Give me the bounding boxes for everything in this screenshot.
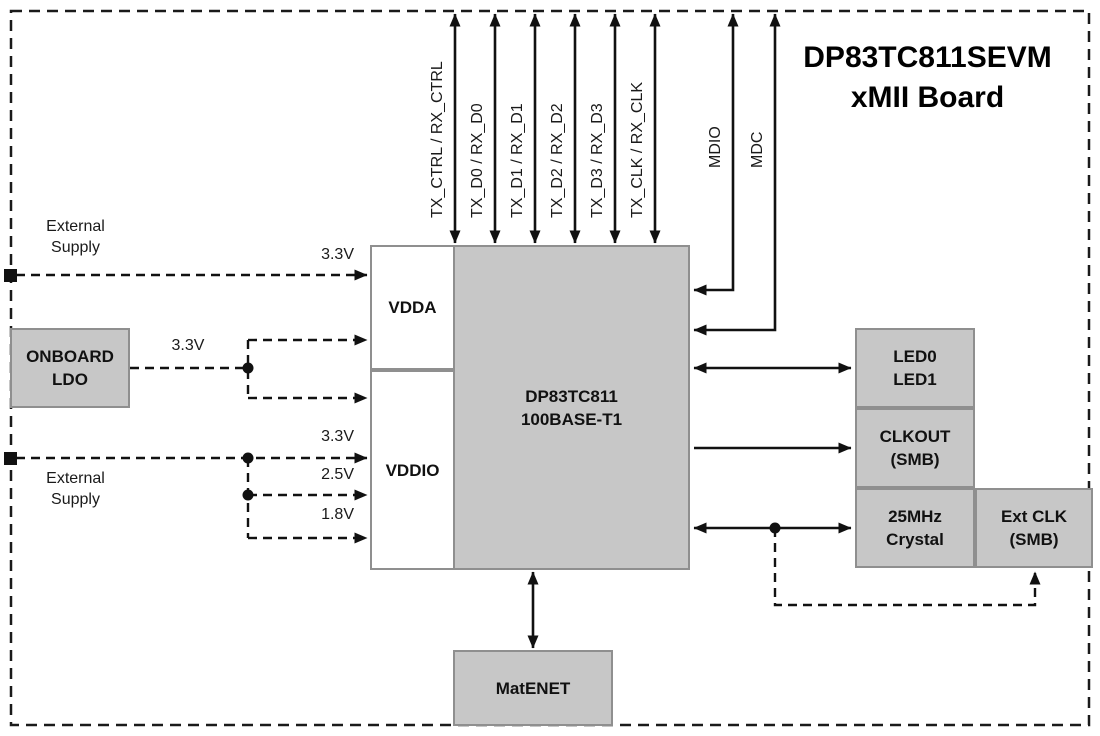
block-matenet: MatENET [453, 650, 613, 726]
ext-clk-dashed-route [773, 528, 1041, 607]
external-supply-bottom-line2: Supply [51, 491, 100, 508]
block-vddio: VDDIO [370, 370, 455, 570]
right-side-arrows [693, 362, 852, 534]
external-supply-top-line2: Supply [51, 239, 100, 256]
block-vdda-label: VDDA [388, 298, 437, 317]
voltage-label-3v3-top: 3.3V [321, 246, 354, 263]
block-led-line1: LED0 [893, 347, 937, 366]
supply-terminals [4, 269, 17, 465]
block-vdda: VDDA [370, 245, 455, 370]
block-vddio-label: VDDIO [385, 460, 440, 480]
signal-label-tx-clk: TX_CLK / RX_CLK [629, 81, 646, 218]
block-ext-clk: Ext CLK (SMB) [975, 488, 1093, 568]
block-clkout: CLKOUT (SMB) [855, 408, 975, 488]
block-led-line2: LED1 [893, 370, 937, 389]
block-crystal: 25MHz Crystal [855, 488, 975, 568]
xmii-signal-arrows [449, 13, 661, 244]
external-supply-bottom-line1: External [46, 470, 105, 487]
block-phy: DP83TC811 100BASE-T1 [453, 245, 690, 570]
signal-label-mdc: MDC [749, 131, 766, 168]
power-supply-lines [16, 269, 368, 544]
block-phy-line1: DP83TC811 [525, 386, 618, 406]
junction-dots [242, 362, 781, 534]
block-clkout-line2: (SMB) [890, 450, 940, 469]
block-crystal-line2: Crystal [886, 530, 944, 549]
mdio-mdc-arrows [693, 13, 781, 336]
board-title: DP83TC811SEVM xMII Board [765, 38, 1090, 118]
block-ldo-line2: LDO [52, 370, 88, 389]
board-title-line2: xMII Board [850, 81, 1005, 114]
block-ldo-line1: ONBOARD [26, 347, 114, 366]
signal-label-tx-ctrl: TX_CTRL / RX_CTRL [429, 61, 446, 218]
block-led: LED0 LED1 [855, 328, 975, 408]
voltage-label-3v3-mid: 3.3V [321, 428, 354, 445]
signal-label-tx-d0: TX_D0 / RX_D0 [469, 103, 486, 218]
voltage-label-3v3-ldo: 3.3V [171, 337, 205, 354]
board-title-line1: DP83TC811SEVM [803, 41, 1052, 74]
external-supply-bottom-label: External Supply [28, 468, 123, 510]
signal-label-tx-d2: TX_D2 / RX_D2 [549, 103, 566, 218]
signal-label-tx-d1: TX_D1 / RX_D1 [509, 103, 526, 218]
block-ext-clk-line2: (SMB) [1009, 530, 1059, 549]
signal-label-mdio: MDIO [707, 126, 724, 168]
voltage-label-1v8: 1.8V [321, 506, 354, 523]
external-supply-top-label: External Supply [28, 216, 123, 258]
block-matenet-label: MatENET [495, 678, 571, 698]
signal-label-tx-d3: TX_D3 / RX_D3 [589, 103, 606, 218]
block-clkout-line1: CLKOUT [879, 427, 951, 446]
block-phy-line2: 100BASE-T1 [520, 409, 623, 429]
block-ext-clk-line1: Ext CLK [1000, 507, 1068, 526]
external-supply-top-line1: External [46, 218, 105, 235]
block-onboard-ldo: ONBOARD LDO [10, 328, 130, 408]
voltage-label-2v5: 2.5V [321, 466, 354, 483]
block-crystal-line1: 25MHz [888, 507, 942, 526]
